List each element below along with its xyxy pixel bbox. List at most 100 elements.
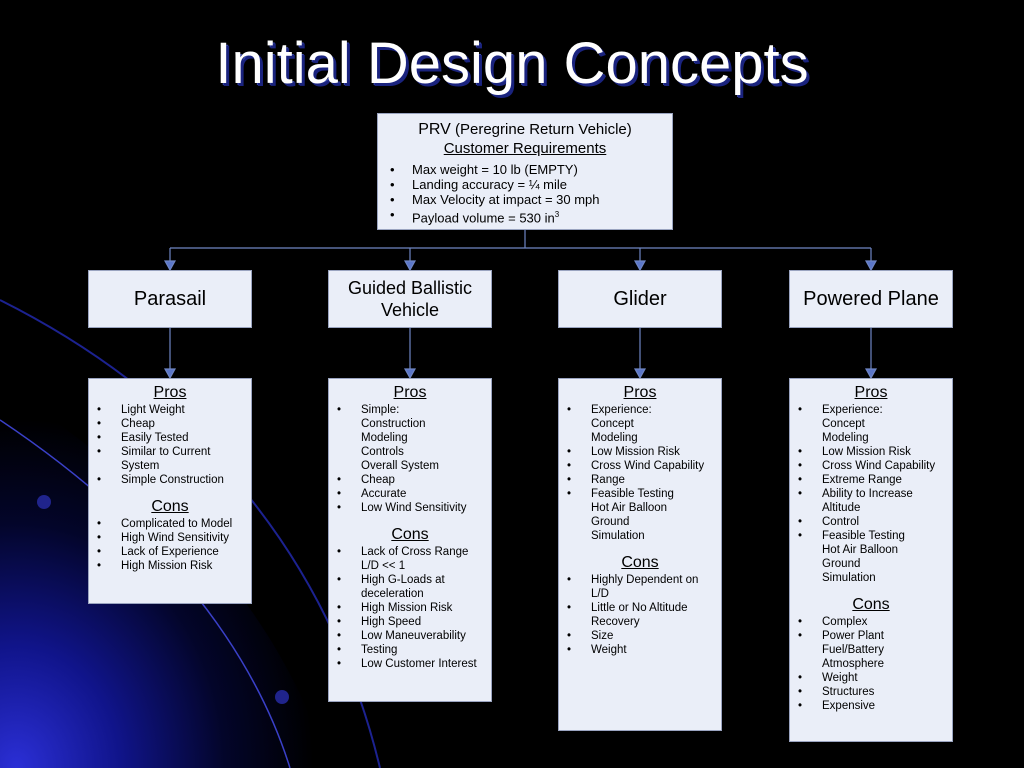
pros-cons-box-parasail: ProsLight WeightCheapEasily TestedSimila… xyxy=(88,378,252,604)
cons-header: Cons xyxy=(391,526,429,543)
cons-item: Complex xyxy=(796,615,946,629)
cons-item: High G-Loads at deceleration xyxy=(335,573,485,601)
pros-list: Experience:ConceptModelingLow Mission Ri… xyxy=(796,403,946,585)
cons-header: Cons xyxy=(621,554,659,571)
cons-item: Low Customer Interest xyxy=(335,657,485,671)
pros-item: Cross Wind Capability xyxy=(796,459,946,473)
pros-item: Simple: xyxy=(335,403,485,417)
cons-item: Weight xyxy=(796,671,946,685)
pros-item: Cross Wind Capability xyxy=(565,459,715,473)
pros-item: Low Wind Sensitivity xyxy=(335,501,485,515)
pros-header: Pros xyxy=(854,384,888,401)
pros-item: Simple Construction xyxy=(95,473,245,487)
pros-item: Low Mission Risk xyxy=(565,445,715,459)
pros-item: Extreme Range xyxy=(796,473,946,487)
pros-subitem: Overall System xyxy=(361,460,439,472)
cons-item: Power Plant xyxy=(796,629,946,643)
slide-title: Initial Design Concepts xyxy=(215,31,809,96)
pros-subitem: Hot Air Balloon xyxy=(822,544,899,556)
concept-box-guided-ballistic-vehicle: Guided Ballistic Vehicle xyxy=(328,270,492,328)
pros-subitem: Simulation xyxy=(591,530,645,542)
pros-subitem: Ground xyxy=(591,516,630,528)
root-title: PRV (Peregrine Return Vehicle) xyxy=(386,120,664,139)
cons-header: Cons xyxy=(151,498,189,515)
cons-item: High Mission Risk xyxy=(95,559,245,573)
pros-item: Experience: xyxy=(796,403,946,417)
requirements-box: PRV (Peregrine Return Vehicle) Customer … xyxy=(377,113,673,230)
pros-subitem: Modeling xyxy=(591,432,638,444)
cons-item: Structures xyxy=(796,685,946,699)
pros-subitem: Concept xyxy=(822,418,865,430)
pros-subitem: Hot Air Balloon xyxy=(591,502,668,514)
pros-header: Pros xyxy=(623,384,657,401)
pros-item: Cheap xyxy=(95,417,245,431)
requirement-item: Max weight = 10 lb (EMPTY) xyxy=(386,162,664,177)
pros-item: Easily Tested xyxy=(95,431,245,445)
cons-item: High Speed xyxy=(335,615,485,629)
payload-superscript: 3 xyxy=(554,210,560,219)
pros-subitem: Controls xyxy=(361,446,404,458)
pros-list: Light WeightCheapEasily TestedSimilar to… xyxy=(95,403,245,487)
arrow-down-icon xyxy=(864,368,878,380)
pros-item: Similar to Current System xyxy=(95,445,245,473)
pros-item: Low Mission Risk xyxy=(796,445,946,459)
cons-subitem: Fuel/Battery xyxy=(822,644,884,656)
cons-item: Low Maneuverability xyxy=(335,629,485,643)
cons-list: Highly Dependent on L/DLittle or No Alti… xyxy=(565,573,715,657)
arrow-down-icon xyxy=(163,368,177,380)
cons-list: ComplexPower PlantFuel/BatteryAtmosphere… xyxy=(796,615,946,713)
pros-item: Ability to Increase Altitude xyxy=(796,487,946,515)
pros-header: Pros xyxy=(153,384,187,401)
pros-subitem: Modeling xyxy=(822,432,869,444)
arrow-down-icon xyxy=(864,260,878,272)
pros-list: Experience:ConceptModelingLow Mission Ri… xyxy=(565,403,715,543)
concept-box-powered-plane: Powered Plane xyxy=(789,270,953,328)
pros-item: Feasible Testing xyxy=(796,529,946,543)
decor-dot-icon xyxy=(37,495,51,509)
cons-item: Lack of Experience xyxy=(95,545,245,559)
requirement-item: Landing accuracy = ¼ mile xyxy=(386,177,664,192)
pros-item: Accurate xyxy=(335,487,485,501)
cons-item: High Wind Sensitivity xyxy=(95,531,245,545)
pros-subitem: Simulation xyxy=(822,572,876,584)
pros-cons-box-guided-ballistic-vehicle: ProsSimple:ConstructionModelingControlsO… xyxy=(328,378,492,702)
cons-item: Size xyxy=(565,629,715,643)
pros-cons-box-powered-plane: ProsExperience:ConceptModelingLow Missio… xyxy=(789,378,953,742)
pros-item: Light Weight xyxy=(95,403,245,417)
pros-item: Control xyxy=(796,515,946,529)
pros-subitem: Concept xyxy=(591,418,634,430)
root-abbr: PRV xyxy=(418,121,451,138)
cons-item: Complicated to Model xyxy=(95,517,245,531)
decor-dot-icon xyxy=(275,690,289,704)
root-full-name: (Peregrine Return Vehicle) xyxy=(455,121,632,138)
concept-box-glider: Glider xyxy=(558,270,722,328)
cons-item: Expensive xyxy=(796,699,946,713)
pros-item: Experience: xyxy=(565,403,715,417)
cons-subitem: Atmosphere xyxy=(822,658,885,670)
pros-subitem: Construction xyxy=(361,418,426,430)
arrow-down-icon xyxy=(403,260,417,272)
cons-subitem: L/D << 1 xyxy=(361,560,406,572)
pros-item: Range xyxy=(565,473,715,487)
requirement-text: Payload volume = 530 in xyxy=(412,210,555,226)
pros-list: Simple:ConstructionModelingControlsOvera… xyxy=(335,403,485,515)
requirement-item: Max Velocity at impact = 30 mph xyxy=(386,192,664,207)
cons-item: Lack of Cross Range xyxy=(335,545,485,559)
arrow-down-icon xyxy=(403,368,417,380)
pros-item: Feasible Testing xyxy=(565,487,715,501)
concept-box-parasail: Parasail xyxy=(88,270,252,328)
cons-item: Testing xyxy=(335,643,485,657)
arrow-down-icon xyxy=(633,260,647,272)
cons-header: Cons xyxy=(852,596,890,613)
pros-cons-box-glider: ProsExperience:ConceptModelingLow Missio… xyxy=(558,378,722,731)
cons-item: Weight xyxy=(565,643,715,657)
pros-item: Cheap xyxy=(335,473,485,487)
cons-list: Complicated to ModelHigh Wind Sensitivit… xyxy=(95,517,245,573)
cons-item: Highly Dependent on L/D xyxy=(565,573,715,601)
pros-subitem: Ground xyxy=(822,558,861,570)
arrow-down-icon xyxy=(163,260,177,272)
requirements-list: Max weight = 10 lb (EMPTY) Landing accur… xyxy=(386,162,664,225)
pros-subitem: Modeling xyxy=(361,432,408,444)
